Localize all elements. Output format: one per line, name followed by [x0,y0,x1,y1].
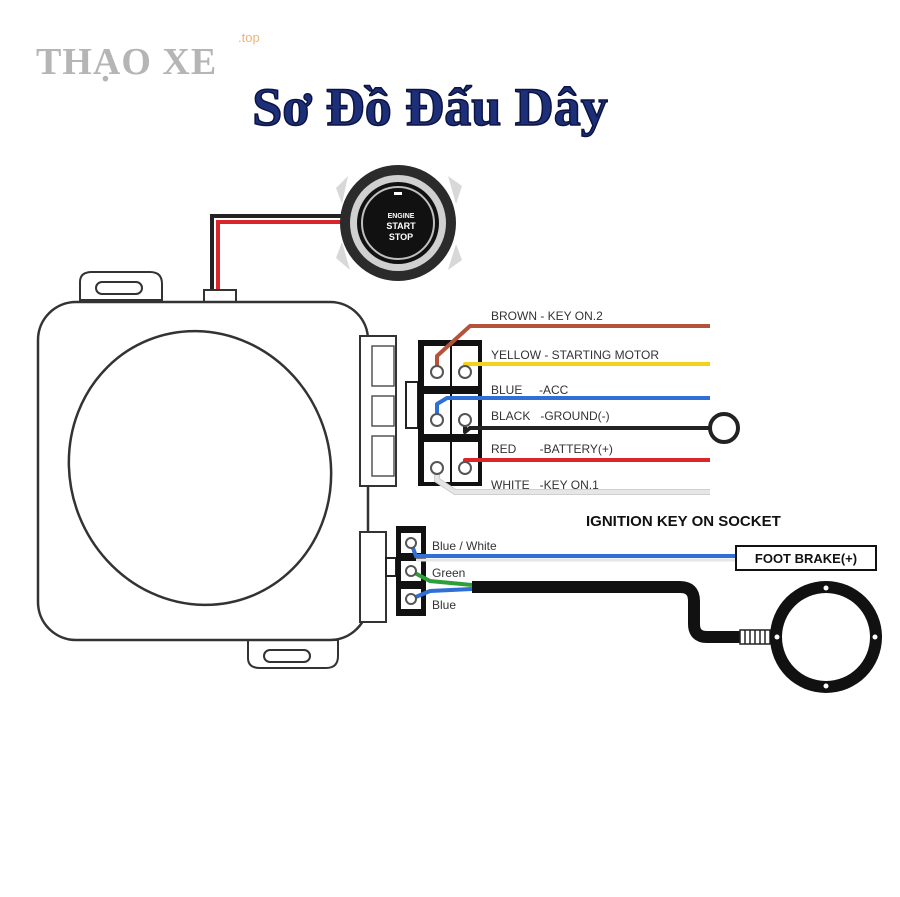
wire-label-green: Green [432,566,465,580]
small-terminal-screw [405,537,417,549]
wire-label-brown: BROWN - KEY ON.2 [491,309,603,323]
wire-red [463,458,710,468]
terminal-screw [458,365,472,379]
antenna-cable [472,581,742,643]
small-terminal-screw [405,593,417,605]
terminal-screw [458,461,472,475]
terminal-screw [430,413,444,427]
logo: THẠO XE .top [36,30,260,83]
logo-suffix: .top [238,30,260,45]
wire-label-black: BLACK -GROUND(-) [491,409,610,423]
small-terminal-screw [405,565,417,577]
terminal-screw [458,413,472,427]
ground-ring-terminal [708,412,740,444]
foot-brake-box [735,545,877,571]
foot-brake-label: FOOT BRAKE(+) [755,551,857,566]
wire-blue [435,396,710,420]
wire-blue-small [410,587,473,601]
button-text-engine: ENGINE [388,213,415,220]
start-stop-button: ENGINE START STOP [336,165,462,281]
wire-label-blue-2: Blue [432,598,456,612]
wire-label-yellow: YELLOW - STARTING MOTOR [491,348,659,362]
wire-label-red: RED -BATTERY(+) [491,442,613,456]
ignition-ring-antenna [739,581,882,693]
ignition-caption: IGNITION KEY ON SOCKET [586,513,781,530]
page-title: Sơ Đồ Đấu Dây [252,77,607,137]
button-text-stop: STOP [389,232,413,242]
wire-label-blue: BLUE -ACC [491,383,569,397]
button-text-start: START [386,221,416,231]
small-wire-group [405,537,742,643]
terminal-screw [430,461,444,475]
logo-text: THẠO XE [36,41,217,83]
wire-green [410,569,473,587]
main-connector [405,340,482,486]
terminal-screw [430,365,444,379]
button-wire-black [210,214,348,290]
wire-yellow [463,362,710,372]
button-wire-red [216,220,348,290]
main-wire-group [430,324,712,495]
control-unit [36,271,397,669]
wire-label-blue-white: Blue / White [432,539,497,553]
wire-brown [435,324,710,372]
wire-label-white: WHITE -KEY ON.1 [491,478,599,492]
